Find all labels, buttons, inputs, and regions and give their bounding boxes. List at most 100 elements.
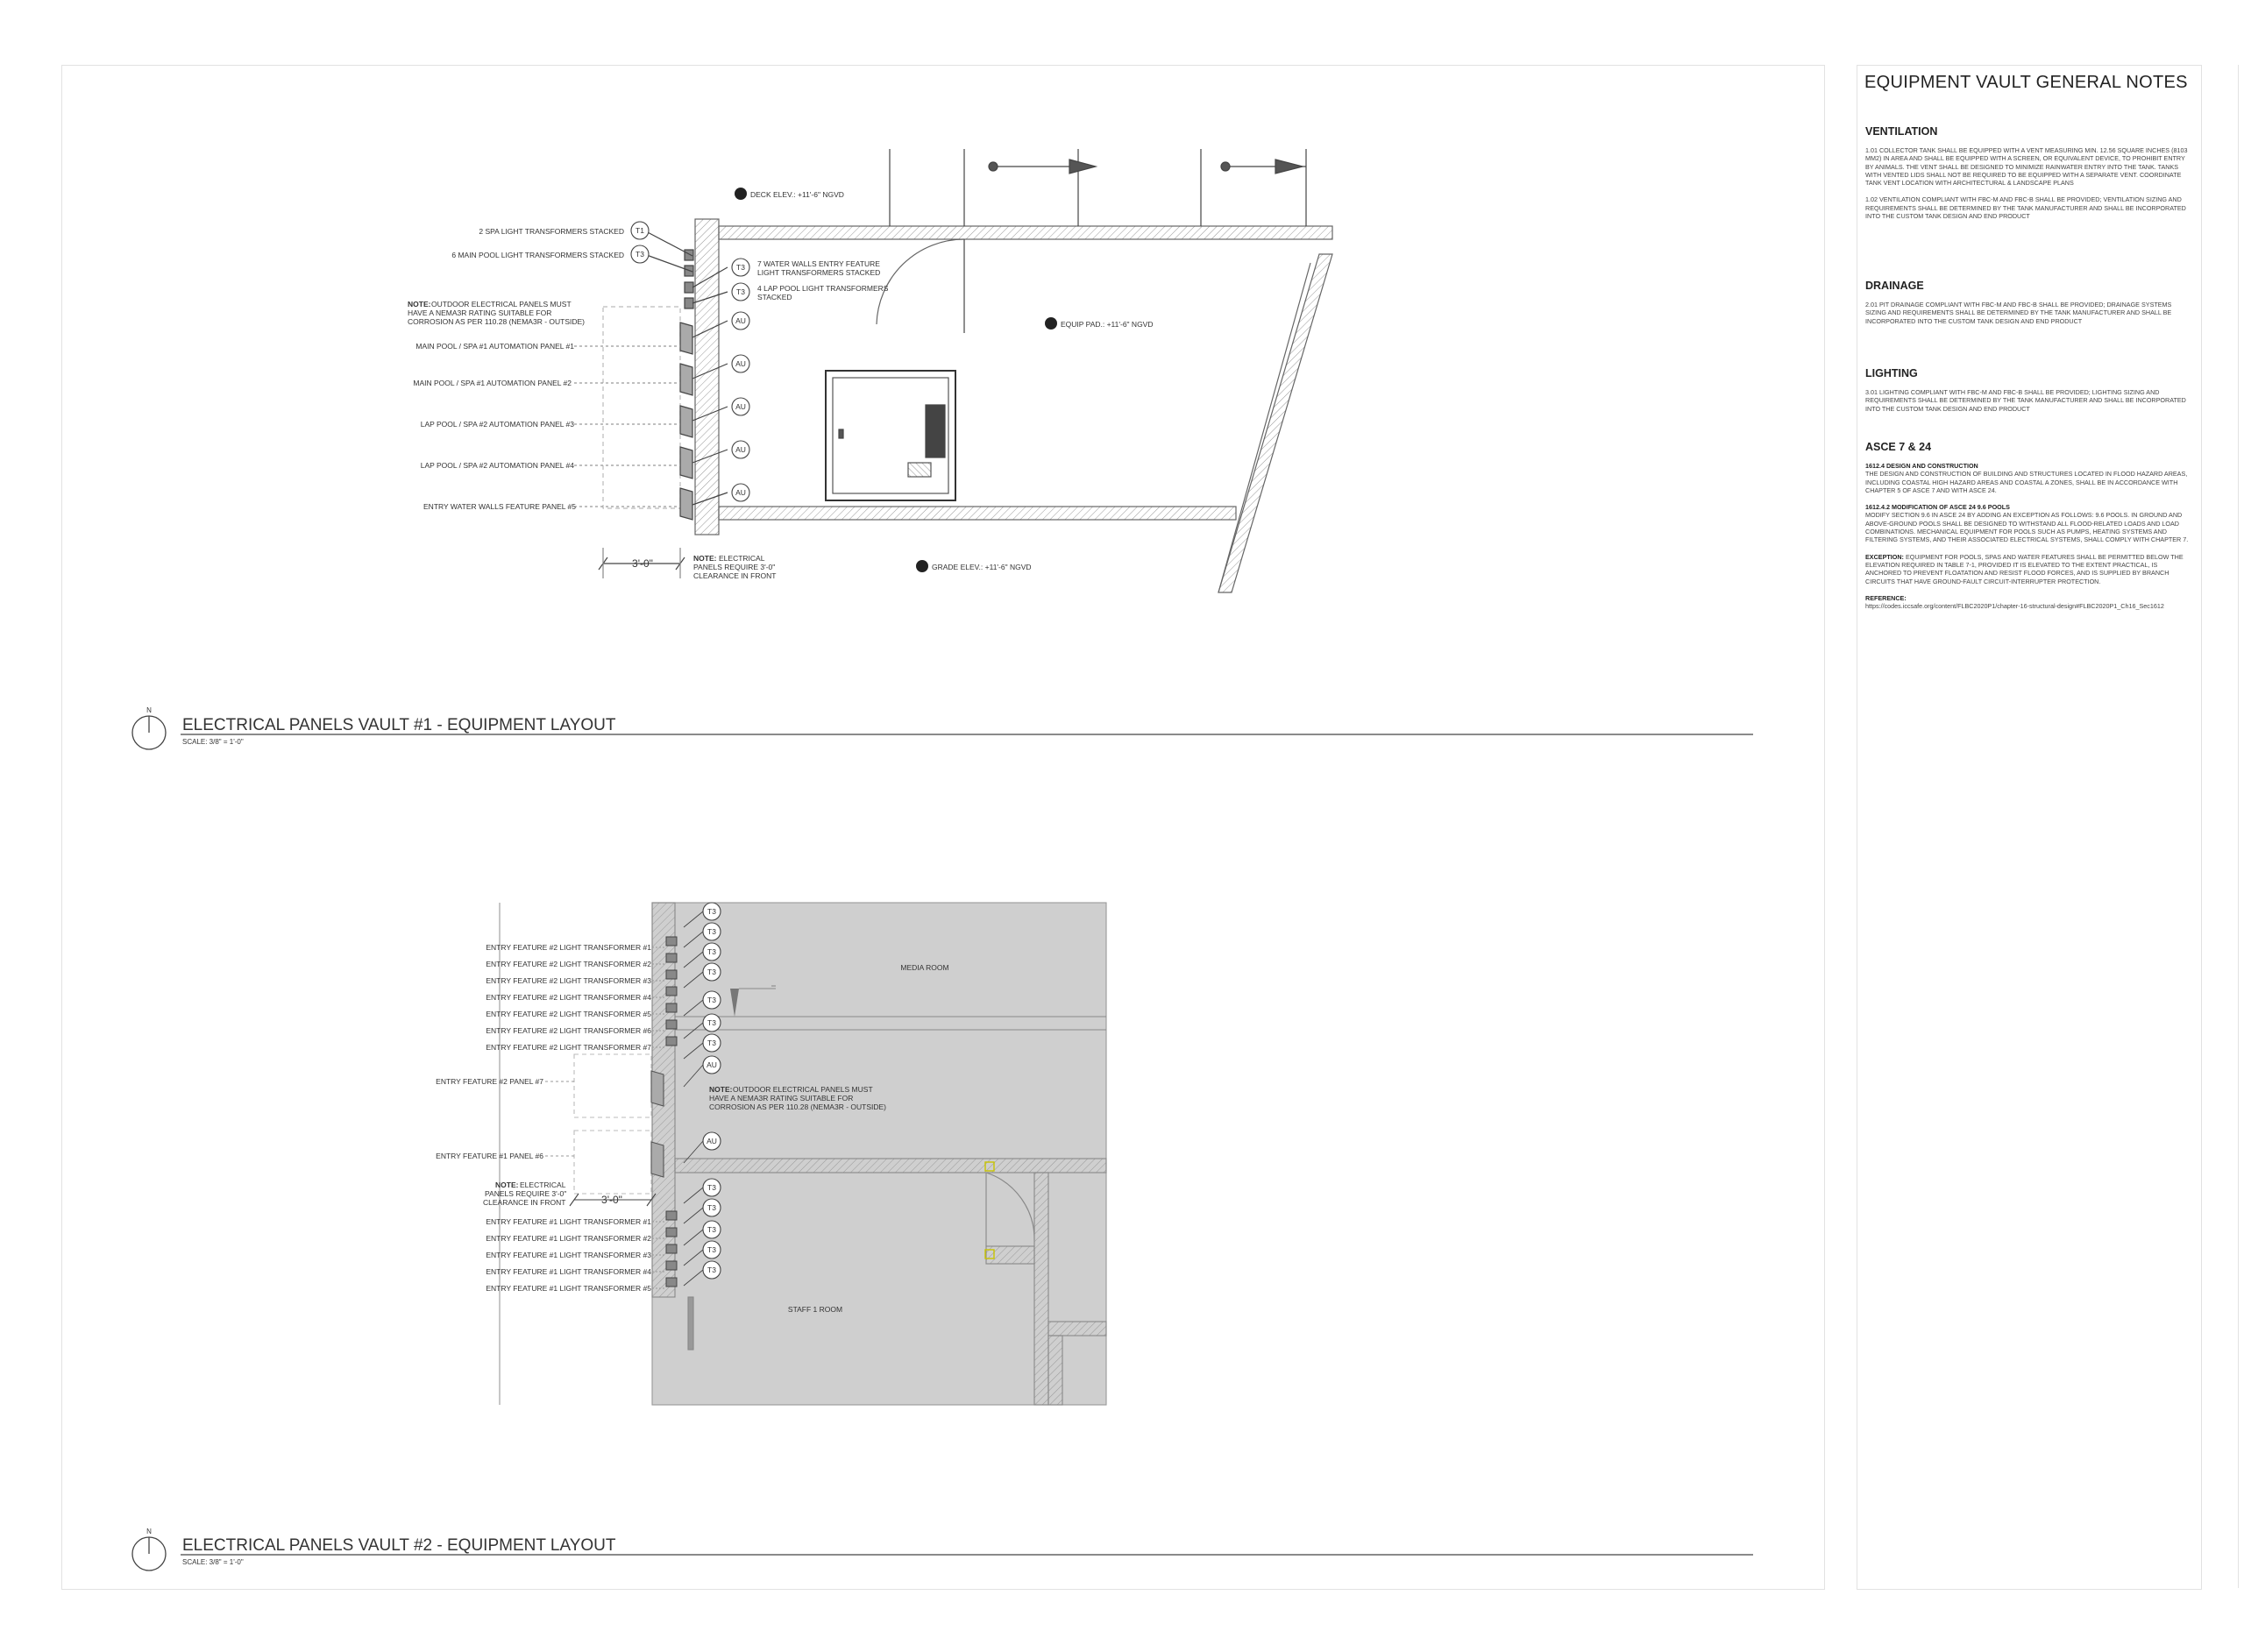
vault1-panel-label-5: ENTRY WATER WALLS FEATURE PANEL #5 — [423, 502, 576, 511]
vault2-marker-yellow — [984, 1249, 995, 1259]
vault1-equipment-inner — [832, 377, 949, 494]
t1-description: 2 SPA LIGHT TRANSFORMERS STACKED — [479, 227, 624, 236]
tag-t3: T3 — [707, 907, 716, 916]
north-label: N — [146, 706, 152, 714]
vault1-note-label: NOTE: — [408, 300, 431, 308]
tag-au: AU — [707, 1060, 717, 1069]
vault1-flag-icon — [1275, 159, 1303, 174]
vault2-transformer — [665, 936, 678, 947]
vault2-clearance-zone-1 — [573, 1053, 652, 1118]
vault1-transformer — [684, 297, 694, 309]
tag-t3-bubble — [702, 1013, 721, 1032]
vault2-leader — [683, 971, 704, 989]
vault1-panel-3 — [679, 405, 693, 438]
t3-description: 6 MAIN POOL LIGHT TRANSFORMERS STACKED — [451, 251, 624, 259]
tag-t1-bubble — [630, 221, 650, 240]
vault1-leader — [692, 266, 728, 288]
vault1-door-swing — [876, 238, 965, 325]
vault2-door-swing — [985, 1172, 1035, 1241]
vault2-pipe — [687, 1296, 694, 1351]
asce-reference-url[interactable]: https://codes.iccsafe.org/content/FLBC20… — [1865, 602, 2164, 611]
vault1-title: ELECTRICAL PANELS VAULT #1 - EQUIPMENT L… — [182, 716, 616, 734]
vault1-labels: DECK ELEV.: +11'-6" NGVD EQUIP PAD.: +11… — [408, 190, 1154, 580]
tag-t3-bubble — [702, 1240, 721, 1259]
tag-t3-bubble — [702, 1033, 721, 1053]
tag-au: AU — [735, 402, 746, 411]
vault1-panel-label-4: LAP POOL / SPA #2 AUTOMATION PANEL #4 — [421, 461, 575, 470]
notes-drainage: DRAINAGE 2.01 PIT DRAINAGE COMPLIANT WIT… — [1865, 280, 2191, 334]
vault2-leader — [683, 1249, 704, 1266]
vault2-plan — [499, 902, 1107, 1406]
vault1-note-line-1: OUTDOOR ELECTRICAL PANELS MUST — [431, 300, 572, 308]
vault1-clearance-note-label: NOTE: — [693, 554, 717, 563]
notes-ventilation: VENTILATION 1.01 COLLECTOR TANK SHALL BE… — [1865, 125, 2191, 229]
elevation-marker-icon — [1045, 317, 1057, 330]
f2-transformer-label-3: ENTRY FEATURE #2 LIGHT TRANSFORMER #3 — [486, 976, 651, 985]
vault1-equipment-mesh — [907, 462, 932, 478]
vault2-corridor-wall — [674, 1158, 1107, 1173]
drainage-heading: DRAINAGE — [1865, 280, 1924, 292]
vault1-clearance-line-3: CLEARANCE IN FRONT — [693, 571, 776, 580]
vault2-title-block: N ELECTRICAL PANELS VAULT #2 - EQUIPMENT… — [131, 1528, 1753, 1571]
drainage-note-1: 2.01 PIT DRAINAGE COMPLIANT WITH FBC-M A… — [1865, 301, 2172, 325]
tag-t3: T3 — [707, 996, 716, 1004]
tag-t3: T3 — [707, 1266, 716, 1274]
vault1-angled-line — [1218, 262, 1311, 593]
vault2-clearance-line-1: ELECTRICAL — [520, 1181, 566, 1189]
tag-t3-bubble — [702, 1260, 721, 1280]
lap-pool-label-2: STACKED — [757, 293, 792, 301]
vault1-leader — [692, 291, 728, 304]
vault1-leader — [692, 449, 728, 464]
north-label: N — [146, 1528, 152, 1535]
vault2-transformer — [665, 986, 678, 996]
vault2-title: ELECTRICAL PANELS VAULT #2 - EQUIPMENT L… — [182, 1536, 616, 1555]
f2-transformer-label-4: ENTRY FEATURE #2 LIGHT TRANSFORMER #4 — [486, 993, 651, 1002]
f2-transformer-label-6: ENTRY FEATURE #2 LIGHT TRANSFORMER #6 — [486, 1026, 651, 1035]
vault1-tag-labels: T1 T3 T3 T3 AU AU AU AU AU — [636, 226, 746, 497]
lap-pool-label-1: 4 LAP POOL LIGHT TRANSFORMERS — [757, 284, 889, 293]
f1-transformer-label-1: ENTRY FEATURE #1 LIGHT TRANSFORMER #1 — [486, 1217, 651, 1226]
vault1-panel-1 — [679, 322, 693, 355]
vault2-staff-wall — [1033, 1172, 1049, 1406]
vault1-leader — [643, 230, 693, 257]
f1-transformer-label-3: ENTRY FEATURE #1 LIGHT TRANSFORMER #3 — [486, 1251, 651, 1259]
vault2-leader — [683, 1042, 704, 1060]
ventilation-heading: VENTILATION — [1865, 125, 1938, 138]
vault1-dimension: 3'-0" — [632, 557, 653, 570]
tag-au-bubble — [731, 397, 750, 416]
vault1-flag-dot — [988, 161, 998, 172]
vault2-transformer — [665, 1244, 678, 1254]
tag-t3-bubble — [702, 990, 721, 1010]
vault2-dimension-marks — [569, 1193, 657, 1207]
vault1-tags — [630, 221, 750, 502]
asce-exception-body: EQUIPMENT FOR POOLS, SPAS AND WATER FEAT… — [1865, 552, 2184, 585]
vault2-clearance-line-3: CLEARANCE IN FRONT — [483, 1198, 565, 1207]
tag-t3: T3 — [707, 947, 716, 956]
vault1-leader — [692, 492, 728, 506]
vault2-transformer — [665, 969, 678, 980]
vault2-leader — [683, 1187, 704, 1204]
vault1-equipment-box — [825, 370, 956, 501]
vault2-note-line-2: HAVE A NEMA3R RATING SUITABLE FOR — [709, 1094, 853, 1103]
asce-heading: ASCE 7 & 24 — [1865, 441, 1932, 453]
deck-elev-label: DECK ELEV.: +11'-6" NGVD — [750, 190, 844, 199]
tag-t3-bubble — [702, 1198, 721, 1217]
asce-s1-body: THE DESIGN AND CONSTRUCTION OF BUILDING … — [1865, 470, 2188, 494]
f2-transformer-label-2: ENTRY FEATURE #2 LIGHT TRANSFORMER #2 — [486, 960, 651, 968]
tag-au: AU — [735, 359, 746, 368]
tag-t3: T3 — [707, 1203, 716, 1212]
tag-t3-bubble — [630, 245, 650, 264]
vault2-panel-6 — [650, 1141, 664, 1178]
vault2-leader — [683, 1064, 704, 1088]
vault2-clearance-line-2: PANELS REQUIRE 3'-0" — [485, 1189, 566, 1198]
notes-asce: ASCE 7 & 24 1612.4 DESIGN AND CONSTRUCTI… — [1865, 441, 2191, 619]
vault2-clearance-zone-2 — [573, 1130, 652, 1195]
vault1-title-block: N ELECTRICAL PANELS VAULT #1 - EQUIPMENT… — [131, 706, 1753, 750]
vault1-panel-label-3: LAP POOL / SPA #2 AUTOMATION PANEL #3 — [421, 420, 575, 429]
vault1-panel-label-2: MAIN POOL / SPA #1 AUTOMATION PANEL #2 — [413, 379, 572, 387]
tag-au-bubble — [702, 1055, 721, 1074]
vault2-corner-wall — [1047, 1335, 1063, 1406]
vault2-elevation-marker-icon — [730, 989, 739, 1017]
vault2-leader — [683, 1207, 704, 1224]
